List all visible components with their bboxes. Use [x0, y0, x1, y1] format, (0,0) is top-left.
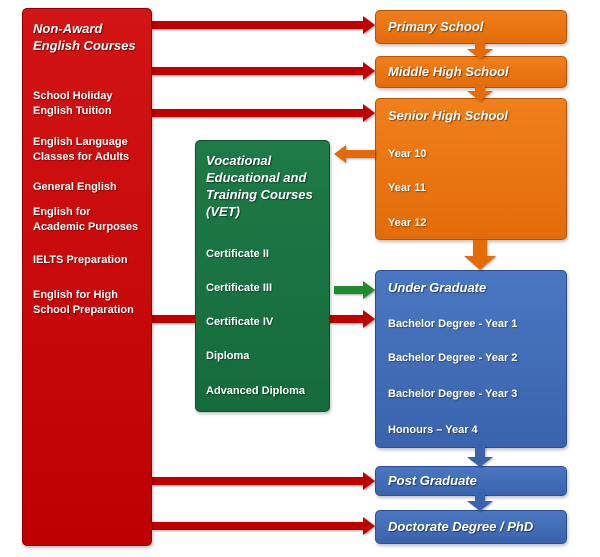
senior-year-item: Year 10 — [388, 148, 427, 160]
vet-panel-title: Vocational Educational and Training Cour… — [206, 153, 313, 219]
red-panel-item: English for High School Preparation — [33, 289, 134, 316]
primary-school-title: Primary School — [388, 18, 484, 34]
non-award-panel-title: Non-Award English Courses — [33, 21, 136, 53]
senior-high-school-box: Senior High School Year 10 Year 11 Year … — [375, 98, 567, 240]
red-panel-item: General English — [33, 181, 117, 193]
undergrad-item: Honours – Year 4 — [388, 424, 478, 436]
vet-item: Diploma — [206, 350, 250, 362]
arrow-senior-to-under-graduate — [464, 240, 496, 270]
vet-item: Certificate III — [206, 282, 273, 294]
arrow-postgrad-to-doctorate — [467, 494, 493, 511]
vet-item: Advanced Diploma — [206, 385, 306, 397]
arrow-senior-to-vet — [334, 145, 375, 163]
arrow-red-to-senior-high-school — [152, 104, 375, 122]
arrow-red-to-doctorate — [152, 517, 375, 535]
arrow-red-to-middle-high-school — [152, 62, 375, 80]
senior-year-item: Year 11 — [388, 182, 426, 194]
senior-year-item: Year 12 — [388, 217, 427, 229]
middle-high-school-title: Middle High School — [388, 63, 509, 79]
primary-school-box: Primary School — [375, 10, 567, 44]
undergrad-item: Bachelor Degree - Year 2 — [388, 352, 518, 364]
red-panel-item: School Holiday English Tuition — [33, 90, 113, 117]
vet-item: Certificate II — [206, 248, 269, 260]
vet-item: Certificate IV — [206, 316, 274, 328]
doctorate-box: Doctorate Degree / PhD — [375, 510, 567, 544]
doctorate-title: Doctorate Degree / PhD — [388, 518, 534, 534]
senior-high-school-title: Senior High School — [388, 108, 508, 123]
arrow-middle-to-senior — [467, 85, 493, 101]
arrow-vet-to-under-graduate — [334, 281, 375, 299]
undergrad-item: Bachelor Degree - Year 3 — [388, 388, 518, 400]
arrow-undergrad-to-postgrad — [467, 445, 493, 467]
non-award-courses-panel: Non-Award English Courses School Holiday… — [22, 8, 152, 546]
under-graduate-title: Under Graduate — [388, 280, 487, 295]
arrow-red-to-post-graduate — [152, 472, 375, 490]
vet-courses-panel: Vocational Educational and Training Cour… — [195, 140, 330, 412]
red-panel-item: IELTS Preparation — [33, 254, 128, 266]
red-panel-item: English for Academic Purposes — [33, 206, 139, 233]
post-graduate-title: Post Graduate — [388, 472, 477, 488]
red-panel-item: English Language Classes for Adults — [33, 136, 130, 163]
post-graduate-box: Post Graduate — [375, 466, 567, 496]
undergrad-item: Bachelor Degree - Year 1 — [388, 318, 518, 330]
arrow-red-to-primary-school — [152, 16, 375, 34]
middle-high-school-box: Middle High School — [375, 56, 567, 88]
arrow-primary-to-middle — [467, 42, 493, 59]
under-graduate-box: Under Graduate Bachelor Degree - Year 1 … — [375, 270, 567, 448]
